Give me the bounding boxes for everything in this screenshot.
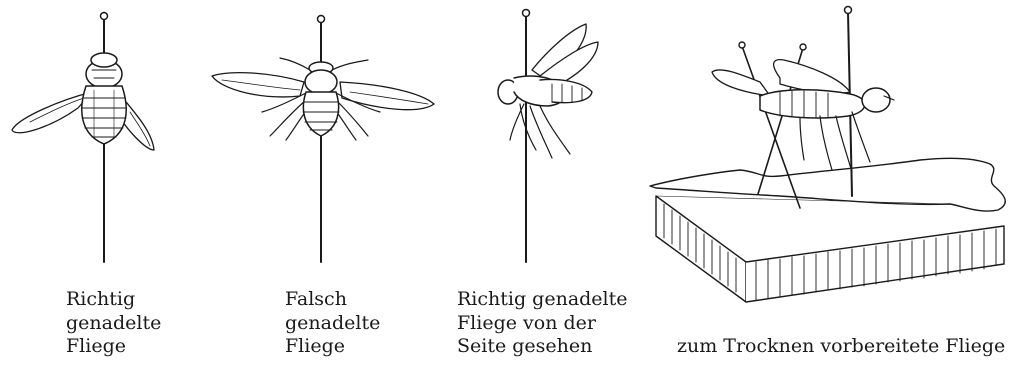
caption-drying-prepared: zum Trocknen vorbereitete Fliege [677, 335, 1005, 359]
caption-side-view: Richtig genadelte Fliege von der Seite g… [457, 288, 628, 359]
caption-line: genadelte [66, 312, 161, 336]
caption-line: Fliege [285, 335, 380, 359]
drying-fly-on-cork-icon [650, 7, 1005, 303]
caption-line: Richtig genadelte [457, 288, 628, 312]
caption-line: Fliege von der [457, 312, 628, 336]
caption-line: Falsch [285, 288, 380, 312]
caption-line: Fliege [66, 335, 161, 359]
caption-wrongly-pinned: Falsch genadelte Fliege [285, 288, 380, 359]
caption-line: genadelte [285, 312, 380, 336]
caption-line: Richtig [66, 288, 161, 312]
caption-correctly-pinned: Richtig genadelte Fliege [66, 288, 161, 359]
fly-wrong-pinned-icon [212, 16, 434, 263]
caption-line: zum Trocknen vorbereitete Fliege [677, 335, 1005, 359]
fly-side-view-icon [498, 10, 598, 263]
fly-correct-pinned-icon [12, 13, 154, 263]
caption-line: Seite gesehen [457, 335, 628, 359]
